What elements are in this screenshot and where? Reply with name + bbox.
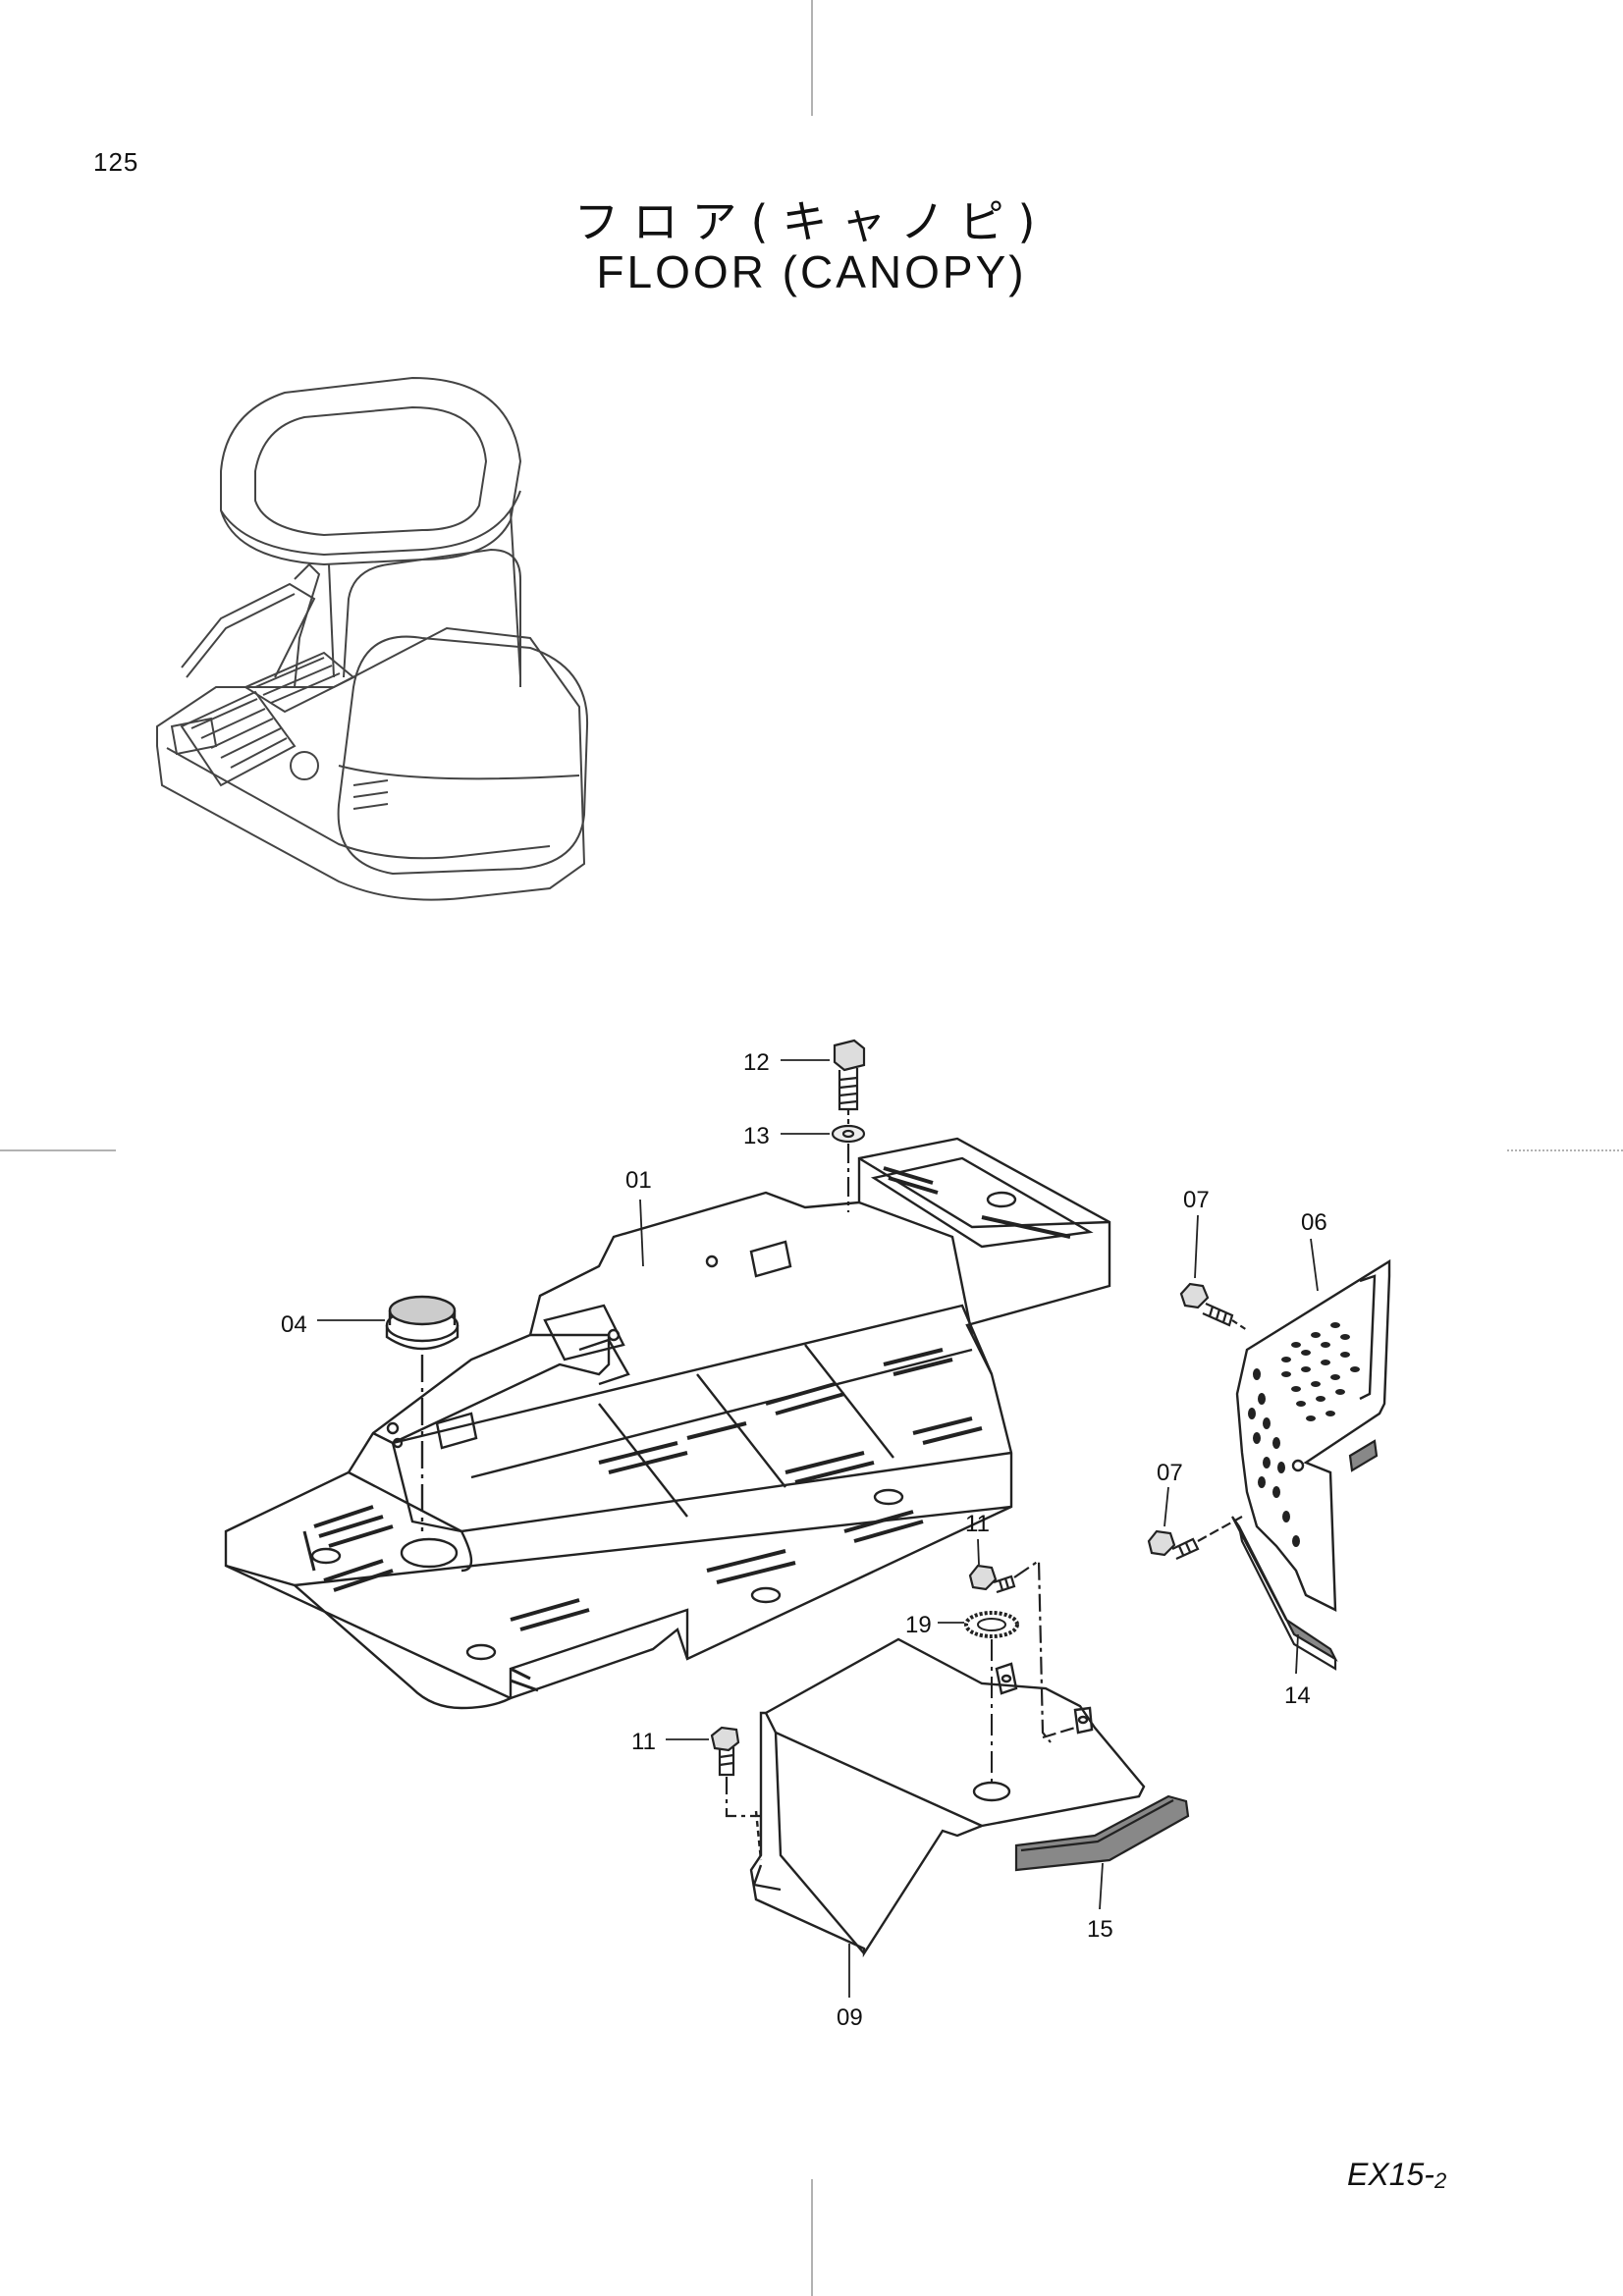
rubber-strip-15 [1014,1794,1190,1872]
bolt-11-lower [710,1726,761,1818]
model-code-suffix: 2 [1434,2168,1447,2193]
leader-lines [317,1059,1319,1998]
bolt-11-upper [968,1558,1076,1743]
callout-04: 04 [281,1311,307,1338]
cover-plate-09 [749,1637,1146,1958]
callout-11-lower: 11 [631,1729,656,1755]
callout-09: 09 [837,2004,863,2031]
rubber-strip-14 [1231,1439,1379,1671]
bolt-12 [833,1039,866,1124]
title-english: FLOOR (CANOPY) [596,246,1027,297]
floor-mat-06 [1235,1258,1391,1612]
lock-washer-19 [964,1611,1019,1782]
callout-01: 01 [625,1167,652,1194]
callout-19: 19 [905,1612,932,1638]
callout-15: 15 [1087,1916,1113,1943]
title-japanese: フロア(キャノピ) [573,195,1050,248]
callout-06: 06 [1301,1209,1327,1236]
bolt-07-upper [1179,1282,1248,1331]
model-code-main: EX15- [1347,2157,1434,2192]
page-number: 125 [93,147,139,177]
callout-12: 12 [743,1049,770,1076]
callout-14: 14 [1284,1682,1311,1709]
machine-locator-illustration [156,376,589,901]
model-code: EX15-2 [1347,2157,1446,2194]
callout-07-lower: 07 [1157,1460,1183,1486]
callout-13: 13 [743,1123,770,1149]
callout-11-upper: 11 [965,1511,990,1537]
cap-plug-04 [385,1295,460,1531]
bolt-07-lower [1147,1516,1243,1561]
floor-plate-01 [224,1137,1111,1710]
washer-13 [831,1124,866,1212]
callout-07-upper: 07 [1183,1187,1210,1213]
